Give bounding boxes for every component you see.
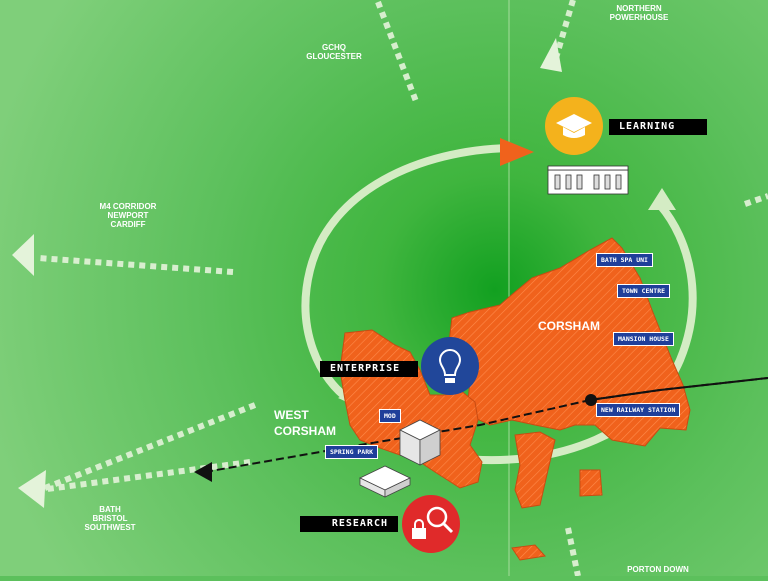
porton-area — [511, 544, 546, 561]
mod-tag: MOD — [379, 409, 401, 423]
spring-park-tag: SPRING PARK — [325, 445, 379, 459]
railway-solid — [589, 377, 768, 401]
mansion-house-tag: MANSION HOUSE — [613, 332, 674, 346]
route-bath-west — [38, 402, 257, 493]
porton-down-label: PORTON DOWN — [627, 565, 689, 574]
spring-park-building-icon — [359, 465, 411, 498]
station-dot — [585, 394, 597, 406]
route-gchq — [375, 0, 420, 106]
bath-arrowhead — [18, 470, 46, 508]
lightbulb-icon — [421, 337, 479, 395]
college-building-icon — [547, 165, 629, 195]
northern-arrowhead — [540, 38, 562, 72]
m4-arrowhead — [12, 234, 34, 276]
small-area — [579, 469, 603, 497]
new-railway-station-tag: NEW RAILWAY STATION — [596, 403, 681, 417]
mod-building-icon — [399, 419, 441, 466]
south-area — [514, 431, 556, 509]
learning-label: LEARNING — [609, 119, 707, 135]
ring-arrowhead-orange — [500, 138, 534, 166]
enterprise-label: ENTERPRISE — [320, 361, 418, 377]
ring-arrowhead-east — [648, 188, 676, 210]
bath-spa-uni-tag: BATH SPA UNI — [596, 253, 653, 267]
route-arrows — [37, 0, 768, 577]
town-centre-tag: TOWN CENTRE — [617, 284, 671, 298]
corsham-label: CORSHAM — [538, 319, 600, 333]
railway-arrowhead — [194, 462, 212, 482]
route-porton — [565, 527, 581, 577]
research-label: RESEARCH — [300, 516, 398, 532]
route-east — [744, 193, 768, 207]
route-bath-south — [39, 459, 251, 493]
